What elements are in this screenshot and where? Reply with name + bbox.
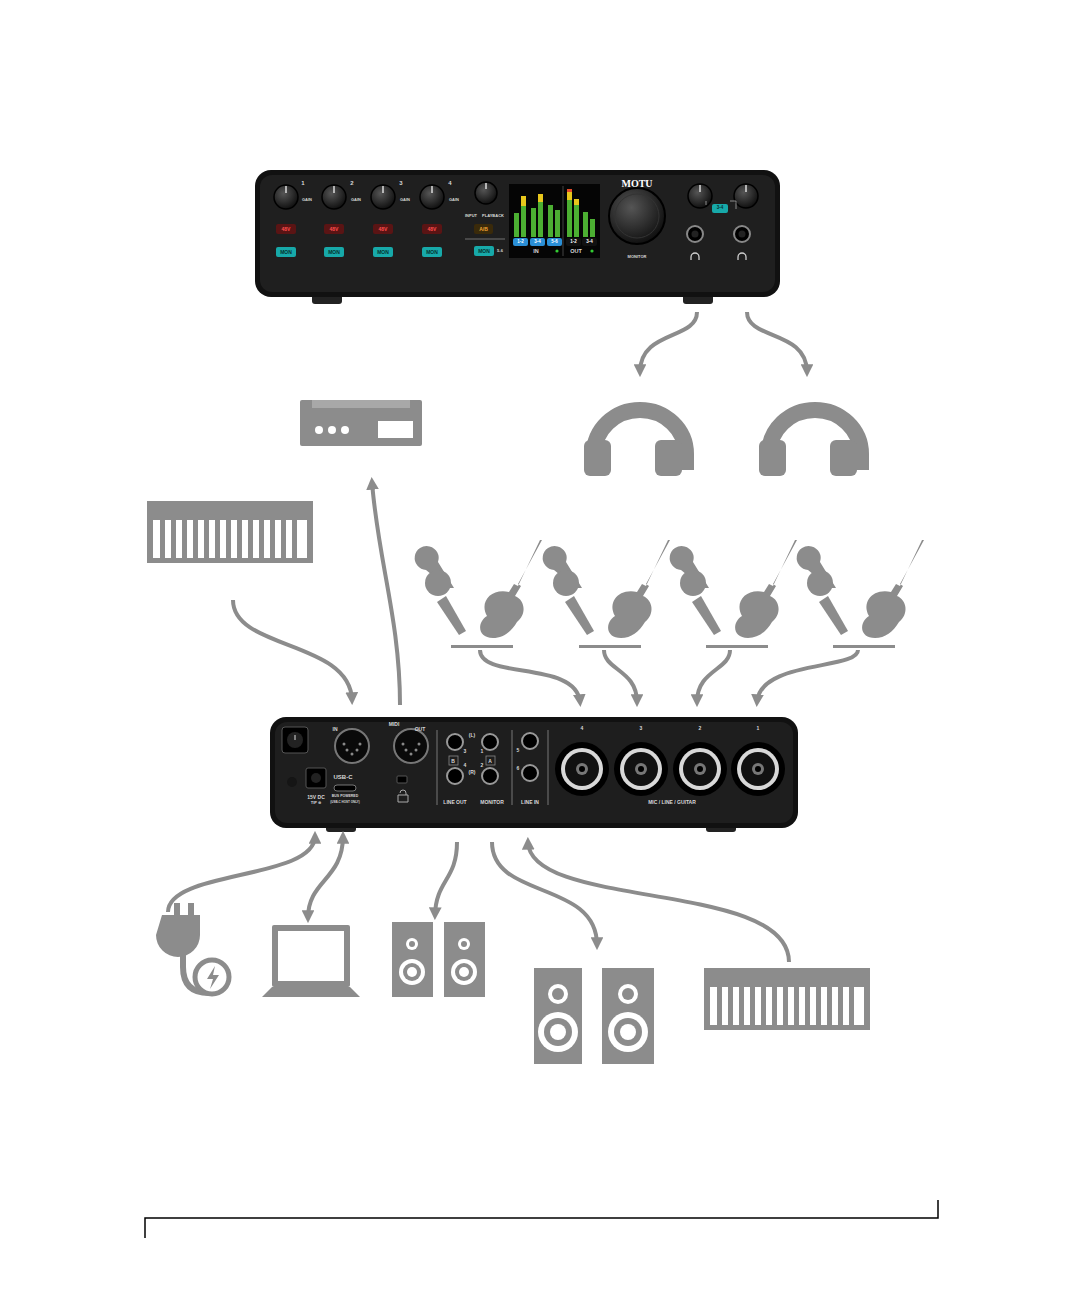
- button-label: 48V: [428, 227, 437, 232]
- button-label: MON: [280, 250, 292, 255]
- panel-label: MIDI: [389, 722, 400, 727]
- device-panel: 1GAIN2GAIN3GAIN4GAININPUTPLAYBACK5-6INOU…: [255, 170, 780, 297]
- button-label: 1-2: [517, 240, 524, 245]
- panel-label: 2: [350, 180, 353, 186]
- panel-label: GAIN: [449, 198, 459, 202]
- rear-panel-illustration: [270, 717, 798, 832]
- panel-button: 1-2: [566, 238, 581, 246]
- panel-label: TIP ⊕: [311, 801, 322, 805]
- panel-label: OUT: [570, 249, 582, 255]
- panel-label: GAIN: [351, 198, 361, 202]
- panel-label: (L): [469, 733, 475, 738]
- panel-label: A: [488, 758, 492, 763]
- panel-button: 3-4: [530, 238, 545, 246]
- panel-label: USB-C: [334, 774, 353, 780]
- panel-label: MONITOR: [480, 800, 504, 805]
- panel-button: 1-2: [513, 238, 528, 246]
- panel-button: 3-4: [712, 204, 728, 213]
- panel-label: GAIN: [400, 198, 410, 202]
- panel-button: 48V: [276, 224, 296, 234]
- button-label: 3-4: [534, 240, 541, 245]
- panel-label: OUT: [415, 727, 426, 732]
- panel-label: 6: [517, 766, 520, 771]
- panel-label: INPUT: [465, 214, 477, 218]
- panel-label: B: [451, 758, 455, 763]
- panel-label: 3: [399, 180, 402, 186]
- panel-label: 4: [581, 726, 584, 731]
- button-label: 3-4: [586, 240, 593, 245]
- connection-arrows: [168, 312, 858, 962]
- button-label: 48V: [282, 227, 291, 232]
- button-label: MON: [328, 250, 340, 255]
- panel-label: GAIN: [302, 198, 312, 202]
- panel-label: IN: [533, 249, 539, 255]
- panel-button: 3-4: [582, 238, 597, 246]
- panel-label: 1: [757, 726, 760, 731]
- panel-label: MONITOR: [628, 255, 647, 259]
- panel-label: 1: [481, 749, 484, 754]
- button-label: 48V: [379, 227, 388, 232]
- device-panel: IN MIDI OUT 15V DCTIP ⊕ USB-C BUS POWERED (USB…: [270, 717, 798, 828]
- panel-label: IN: [333, 727, 338, 732]
- panel-label: 2: [699, 726, 702, 731]
- button-label: A/B: [479, 227, 488, 232]
- button-label: MON: [478, 249, 490, 254]
- panel-label: 4: [464, 763, 467, 768]
- front-panel-illustration: [255, 170, 780, 304]
- panel-label: 3: [464, 749, 467, 754]
- panel-label: 1: [301, 180, 304, 186]
- panel-label: 5-6: [497, 249, 503, 253]
- panel-label: 4: [448, 180, 451, 186]
- panel-label: (R): [469, 770, 476, 775]
- panel-label: LINE OUT: [443, 800, 466, 805]
- panel-button: MON: [324, 247, 344, 257]
- device-icons: [147, 400, 870, 1064]
- panel-button: MON: [474, 246, 494, 256]
- panel-label: (USB-C HOST ONLY): [330, 801, 360, 804]
- panel-button: 48V: [373, 224, 393, 234]
- panel-label: 5: [517, 748, 520, 753]
- button-label: 3-4: [717, 206, 724, 211]
- footer-rule: [145, 1200, 938, 1238]
- button-label: 1-2: [570, 240, 577, 245]
- panel-label: 3: [640, 726, 643, 731]
- panel-label: PLAYBACK: [482, 214, 504, 218]
- button-label: MON: [377, 250, 389, 255]
- panel-button: 5-6: [547, 238, 562, 246]
- panel-button: 48V: [422, 224, 442, 234]
- button-label: 5-6: [551, 240, 558, 245]
- panel-label: MIC / LINE / GUITAR: [648, 800, 696, 805]
- panel-label: BUS POWERED: [332, 795, 358, 799]
- panel-button: MON: [373, 247, 393, 257]
- panel-label: 15V DC: [307, 795, 325, 800]
- button-label: 48V: [330, 227, 339, 232]
- mic-guitar-icons: [415, 540, 924, 648]
- panel-label: 2: [481, 763, 484, 768]
- button-label: MON: [426, 250, 438, 255]
- panel-button: MON: [422, 247, 442, 257]
- panel-label: MOTU: [621, 179, 652, 189]
- panel-label: LINE IN: [521, 800, 539, 805]
- panel-button: 48V: [324, 224, 344, 234]
- panel-button: MON: [276, 247, 296, 257]
- panel-button: A/B: [474, 224, 493, 234]
